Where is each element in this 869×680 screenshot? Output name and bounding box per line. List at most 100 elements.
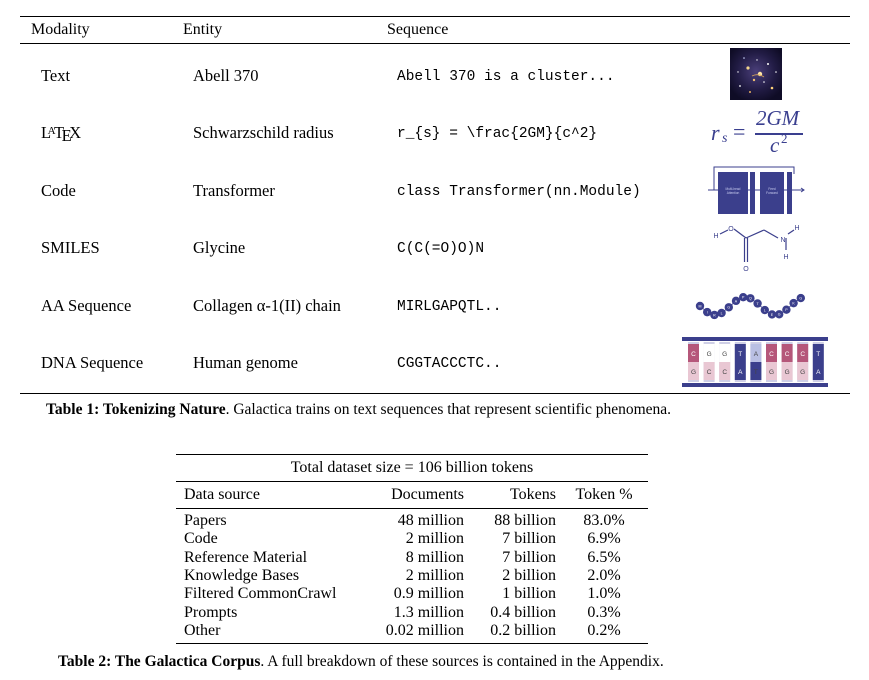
table2-cell-tokens: 1 billion [502, 585, 556, 603]
dna-base-top [812, 344, 824, 362]
dna-base-letter: G [785, 369, 790, 376]
aa-bead [789, 298, 798, 308]
table1-row-entity: Abell 370 [193, 66, 259, 85]
aa-bead [753, 299, 762, 308]
table2-cell-tokens: 0.4 billion [490, 603, 556, 621]
aa-bead-letter: L [721, 311, 723, 315]
dna-base-bottom [812, 362, 824, 380]
aa-bead [717, 308, 726, 318]
table2-cell-documents: 8 million [405, 548, 464, 566]
formula-fraction-bar [755, 133, 803, 135]
aa-bead-letter: T [756, 302, 759, 306]
aa-bead [739, 293, 748, 302]
table2-header-documents: Documents [391, 486, 464, 503]
formula-lhs-sub: s [722, 131, 728, 146]
dna-base-top [750, 344, 762, 362]
table1-row-modality: Code [41, 181, 76, 200]
table2-cell-token-pct: 2.0% [587, 566, 621, 584]
table2-title: Total dataset size = 106 billion tokens [290, 459, 534, 476]
dna-base-letter: C [722, 369, 727, 376]
table2-cell-token-pct: 0.3% [587, 603, 621, 621]
table2-cell-documents: 48 million [397, 512, 464, 529]
glycine-atom-h-top: H [713, 233, 718, 240]
dna-base-letter: C [769, 351, 774, 358]
dna-base-letter: T [816, 351, 820, 358]
dna-base-letter: G [707, 351, 712, 358]
aa-bead-letter: P [785, 308, 788, 312]
dna-base-bottom [703, 362, 715, 380]
table2-caption-text: . A full breakdown of these sources is c… [260, 653, 664, 670]
glycine-structure: H O O N H H [706, 218, 806, 276]
dna-base-bottom [766, 362, 777, 380]
aa-bead [767, 310, 777, 319]
dna-base-bottom [781, 362, 793, 380]
table1-row-sequence: class Transformer(nn.Module) [397, 184, 641, 200]
table1-caption-text: . Galactica trains on text sequences tha… [225, 401, 672, 418]
table2-bottom-rule [176, 643, 648, 644]
table2-cell-documents: 1.3 million [393, 603, 464, 621]
table2-cell-tokens: 0.2 billion [490, 621, 556, 639]
table1-row-modality: Text [41, 66, 71, 85]
table1-row-modality-latex: LATEX [41, 123, 81, 145]
aa-bead-letter: G [727, 306, 730, 310]
aa-bead-letter: A [735, 299, 738, 303]
table2-caption-label: Table 2: The Galactica Corpus [58, 653, 261, 670]
aa-bead-letter: L [764, 308, 766, 312]
table2-cell-source: Reference Material [184, 548, 308, 566]
aa-bead [782, 305, 791, 314]
transformer-ffn-label-2: Forward [766, 191, 778, 195]
table2-cell-tokens: 2 billion [502, 566, 556, 584]
aa-bead-letter: K [792, 302, 795, 306]
table1-header-sequence: Sequence [387, 21, 449, 38]
aa-bead [695, 301, 705, 311]
dna-base-letter: A [754, 351, 759, 358]
table1-row-modality: DNA Sequence [41, 353, 144, 372]
aa-bead [746, 294, 755, 303]
table1-row-entity: Transformer [193, 181, 275, 200]
dna-base-letter: G [691, 369, 696, 376]
dna-base-letter: A [816, 369, 821, 376]
table1-row-modality: AA Sequence [41, 296, 132, 315]
glycine-atom-n: N [780, 237, 785, 244]
dna-base-top [781, 344, 793, 362]
formula-denominator: c [770, 133, 780, 157]
dna-base-top [719, 344, 731, 362]
dna-base-letter: T [754, 369, 758, 376]
table2-top-rule [176, 454, 648, 455]
table2-cell-tokens: 88 billion [494, 512, 556, 529]
dna-base-top [734, 344, 746, 362]
table2-caption: Table 2: The Galactica Corpus. A full br… [58, 652, 664, 672]
dna-base-letter: G [722, 351, 727, 358]
glycine-atom-h-n2: H [783, 254, 788, 261]
table2-cell-token-pct: 83.0% [583, 512, 625, 529]
glycine-atom-o-bottom: O [743, 266, 749, 273]
aa-bead-letter: G [778, 313, 781, 317]
dna-base-bottom [750, 362, 762, 380]
transformer-attention-label: Multi-head [726, 187, 741, 191]
table2-cell-source: Other [184, 621, 221, 639]
table1-row-sequence: MIRLGAPQTL.. [397, 299, 502, 315]
dna-backbone-top [682, 337, 828, 341]
table2-header-rule [176, 508, 648, 509]
transformer-ffn-label: Feed [768, 187, 775, 191]
formula-eq: = [733, 119, 746, 144]
dna-base-top [797, 344, 809, 362]
table2-header-source: Data source [184, 486, 260, 503]
table1-top-rule [20, 16, 850, 17]
dna-base-top [688, 344, 699, 362]
table1-caption-label: Table 1: Tokenizing Nature [46, 401, 226, 418]
table1-bottom-rule [20, 393, 850, 394]
dna-base-letter: G [769, 369, 774, 376]
transformer-attention-label-2: Attention [727, 191, 740, 195]
table2-cell-documents: 0.02 million [385, 621, 464, 639]
aa-bead [760, 305, 769, 315]
aa-bead-letter: R [713, 313, 716, 317]
aa-bead [775, 310, 784, 319]
table1-row-modality: SMILES [41, 238, 100, 257]
table2-title-rule [176, 481, 648, 482]
table1-row-sequence: C(C(=O)O)N [397, 241, 485, 257]
table1-caption: Table 1: Tokenizing Nature. Galactica tr… [46, 400, 671, 420]
table1-header-entity: Entity [183, 21, 223, 38]
table2-cell-tokens: 7 billion [502, 530, 556, 548]
